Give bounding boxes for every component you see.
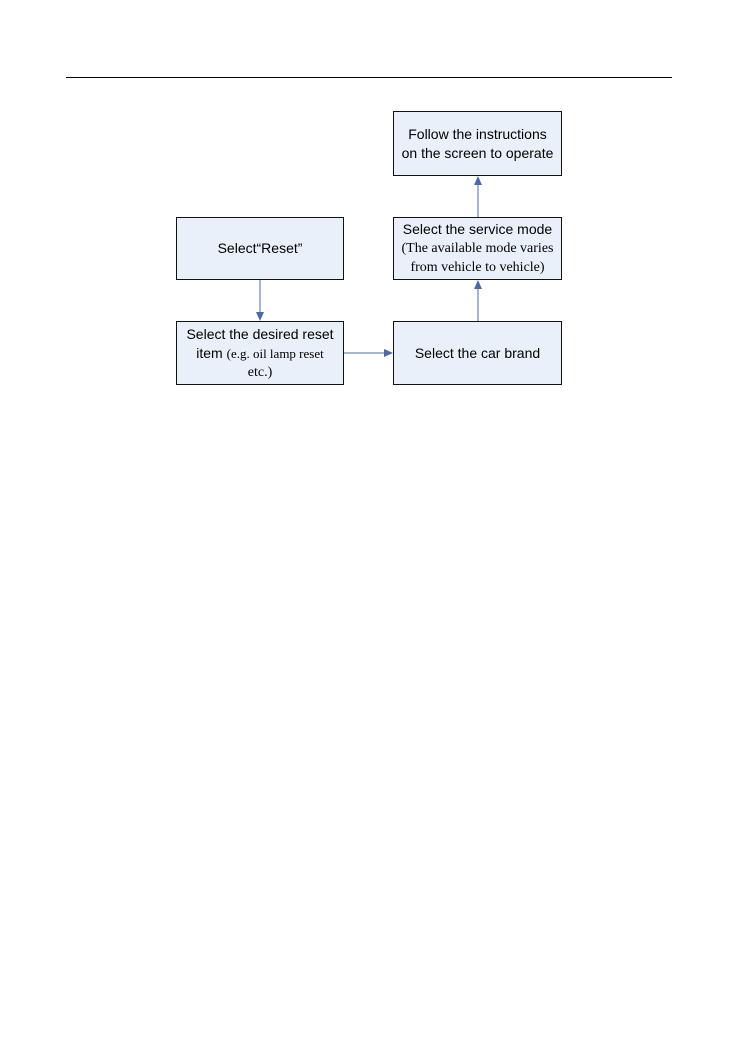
arrowhead-reset-to-item bbox=[256, 312, 264, 321]
arrowhead-service-to-follow bbox=[474, 176, 482, 185]
arrowhead-brand-to-service bbox=[474, 280, 482, 289]
arrowhead-item-to-brand bbox=[384, 349, 393, 357]
